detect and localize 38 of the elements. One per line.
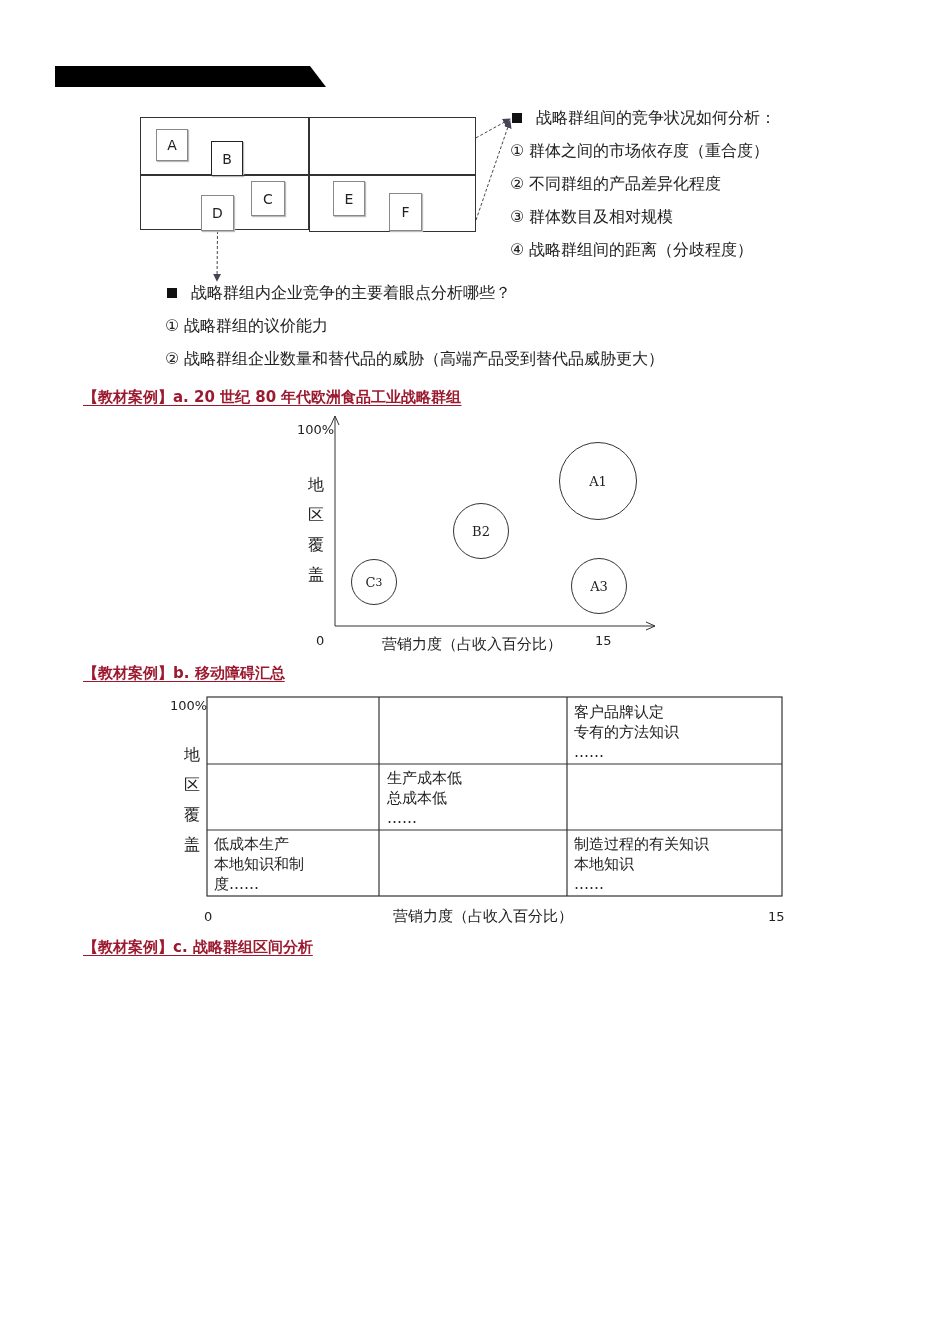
letter-box: E	[333, 181, 365, 216]
group-box	[309, 117, 476, 175]
axis-label: 地区覆盖	[308, 474, 324, 586]
list-item: ③ 群体数目及相对规模	[510, 207, 674, 227]
axis-label: 地区覆盖	[184, 744, 200, 856]
axis-label: 营销力度（占收入百分比）	[382, 634, 562, 654]
bullet-heading: 战略群组间的竞争状况如何分析：	[510, 108, 776, 128]
section-heading: 【教材案例】a. 20 世纪 80 年代欧洲食品工业战略群组	[83, 388, 462, 407]
cell-text: 生产成本低总成本低……	[387, 768, 462, 828]
cell-text: 制造过程的有关知识本地知识……	[574, 834, 709, 894]
cell-text: 低成本生产本地知识和制度……	[214, 834, 304, 894]
section-heading: 【教材案例】b. 移动障碍汇总	[83, 664, 285, 683]
letter-box: A	[156, 129, 188, 161]
group-box	[309, 175, 476, 232]
axis-tick: 0	[204, 908, 213, 926]
axis-tick: 100%	[297, 421, 335, 439]
bullet-heading: 战略群组内企业竞争的主要着眼点分析哪些？	[165, 283, 511, 303]
letter-box: B	[211, 141, 243, 176]
letter-box: D	[201, 195, 234, 231]
axis-tick: 15	[595, 632, 612, 650]
section-heading: 【教材案例】c. 战略群组区间分析	[83, 938, 313, 957]
axis-tick: 0	[316, 632, 325, 650]
group-box	[140, 117, 309, 175]
dashed-arrow	[213, 230, 222, 282]
list-item: ② 战略群组企业数量和替代品的威胁（高端产品受到替代品威胁更大）	[165, 349, 665, 369]
axis-tick: 15	[768, 908, 785, 926]
list-item: ④ 战略群组间的距离（分歧程度）	[510, 240, 754, 260]
cell-text: 客户品牌认定专有的方法知识……	[574, 702, 679, 762]
letter-box: C	[251, 181, 285, 216]
list-item: ① 战略群组的议价能力	[165, 316, 329, 336]
axis-tick: 100%	[170, 697, 208, 715]
group-box	[140, 175, 309, 230]
list-item: ② 不同群组的产品差异化程度	[510, 174, 722, 194]
dashed-arrow	[475, 118, 511, 139]
axis-label: 营销力度（占收入百分比）	[393, 906, 573, 926]
letter-box: F	[389, 193, 422, 231]
dashed-arrow	[475, 120, 512, 221]
list-item: ① 群体之间的市场依存度（重合度）	[510, 141, 770, 161]
